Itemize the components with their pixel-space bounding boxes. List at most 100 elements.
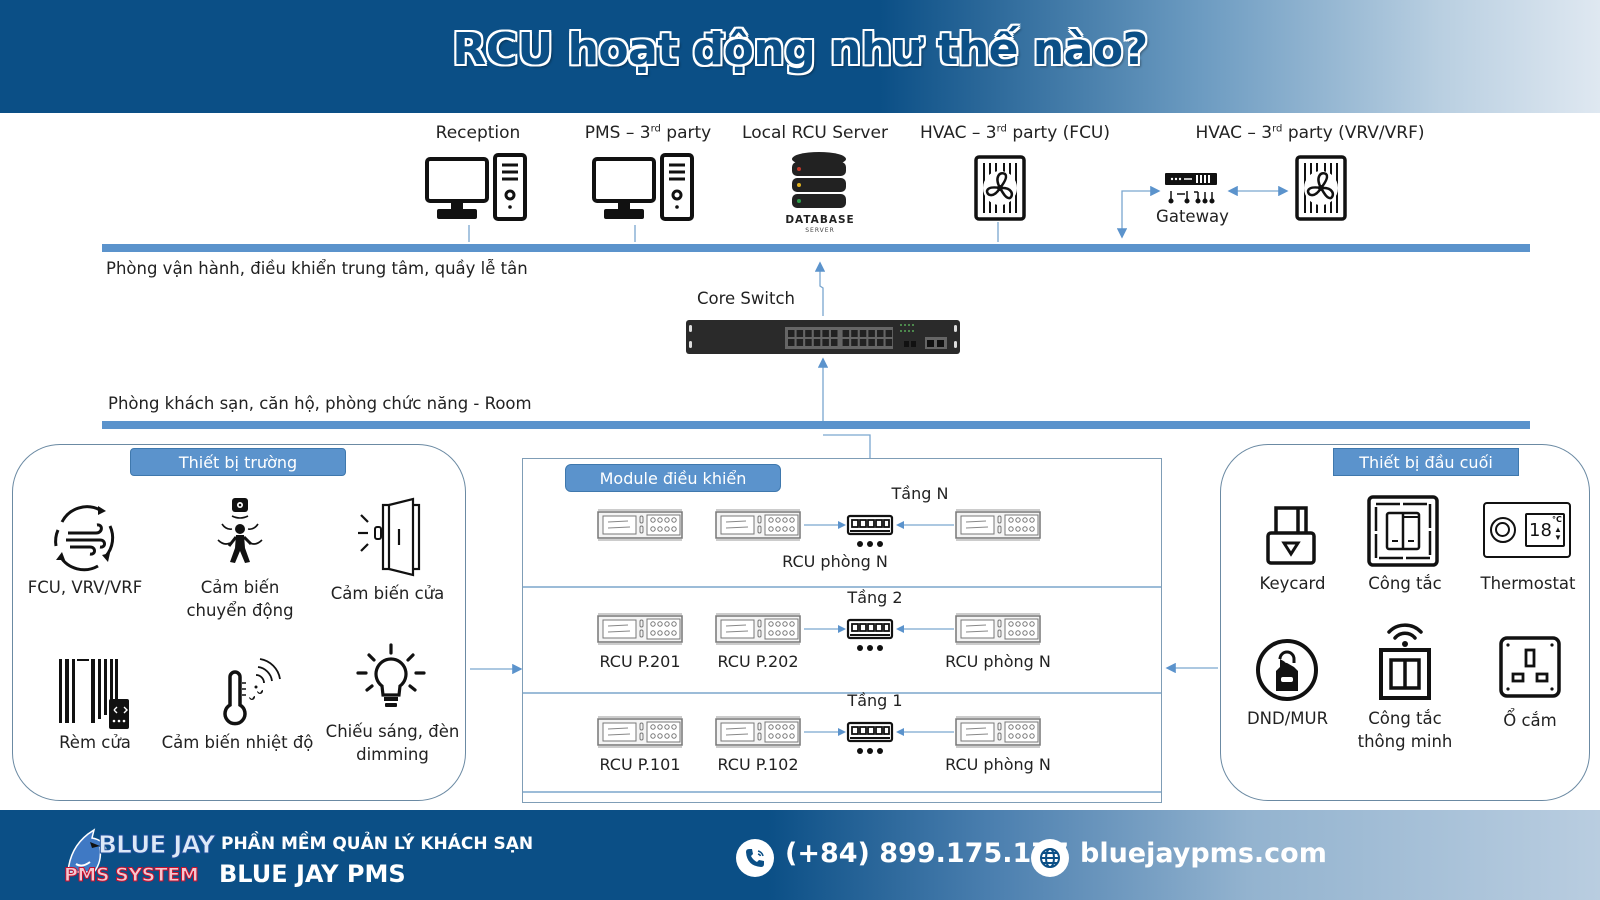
air-cycle-icon	[54, 505, 115, 572]
curtain-icon	[59, 659, 129, 729]
pms-label-tail: party	[660, 123, 712, 143]
thermostat-dial-inner	[1495, 522, 1510, 537]
database-caption: DATABASE	[785, 214, 855, 226]
terminal-devices-title: Thiết bị đầu cuối	[1333, 448, 1519, 476]
hvac-fcu-label-text: HVAC – 3	[919, 123, 997, 143]
switch-port	[822, 330, 829, 337]
thermostat-value: 18	[1529, 520, 1552, 541]
motion-sensor-icon	[217, 498, 263, 563]
footer-brand: BLUE JAY PMS	[219, 860, 406, 888]
hvac-vrv-label: HVAC – 3rd party (VRV/VRF)	[1180, 123, 1440, 143]
control-module-title: Module điều khiển	[565, 464, 781, 492]
light-bulb-icon	[356, 643, 426, 707]
switch-uplink	[814, 261, 826, 316]
door-sensor-icon	[358, 497, 421, 577]
field-device-label: FCU, VRV/VRF	[27, 578, 143, 597]
thermostat-display: 18 °C ▲▼	[1525, 513, 1565, 547]
switch-port	[868, 339, 875, 346]
rcu-label: RCU P.202	[717, 652, 799, 671]
field-device-label: Cảm biến nhiệt độ	[161, 733, 314, 752]
terminal-device-label: Công tắc	[1368, 574, 1442, 593]
field-device-label: Chiếu sáng, đèn dimming	[325, 722, 460, 764]
wall-switch-icon	[1367, 495, 1439, 567]
rcu-module-icon	[714, 715, 802, 754]
field-device-label: Cảm biến chuyển động	[186, 578, 294, 620]
core-switch-label: Core Switch	[697, 289, 795, 308]
temperature-sensor-icon	[223, 658, 281, 726]
switch-port	[788, 339, 795, 346]
pms-label-text: PMS – 3	[584, 123, 651, 143]
gateway-icon	[1165, 173, 1217, 204]
terminal-device-label: Thermostat	[1480, 574, 1576, 593]
power-socket-icon	[1499, 636, 1561, 698]
rcu-module-icon	[954, 508, 1042, 547]
floor-label: Tầng N	[891, 484, 949, 503]
rooms-bus	[102, 421, 1530, 429]
rcu-label: RCU phòng N	[945, 755, 1051, 774]
terminal-device-label: Keycard	[1259, 574, 1326, 593]
switch-port	[885, 330, 893, 337]
keycard-icon	[1266, 506, 1316, 565]
switch-port	[842, 330, 850, 337]
hvac-vrv-label-sup: rd	[1272, 123, 1283, 135]
thermostat-icon: 18 °C ▲▼	[1483, 502, 1571, 558]
blue-jay-bird-icon	[67, 828, 107, 873]
switch-port	[842, 339, 850, 346]
switch-port	[805, 330, 812, 337]
switch-port	[877, 330, 884, 337]
switch-port	[851, 330, 858, 337]
rcu-label: RCU phòng N	[945, 652, 1051, 671]
terminal-device-label: Ổ cắm	[1503, 711, 1557, 730]
globe-glyph	[1040, 848, 1060, 868]
hvac-vrv-label-tail: party (VRV/VRF)	[1282, 123, 1425, 143]
floor-label: Tầng 1	[847, 691, 903, 710]
switch-port	[859, 330, 867, 337]
switch-port	[822, 339, 829, 346]
floor-label: Tầng 2	[847, 588, 903, 607]
terminal-device-label: DND/MUR	[1246, 709, 1329, 728]
rcu-label: RCU phòng N	[782, 552, 888, 571]
operations-bus	[102, 244, 1530, 252]
field-device-label: Rèm cửa	[59, 733, 131, 752]
terminal-device-label: Công tắc thông minh	[1357, 709, 1453, 751]
phone-icon	[736, 839, 774, 877]
switch-port	[885, 339, 893, 346]
rooms-zone-label: Phòng khách sạn, căn hộ, phòng chức năng…	[108, 394, 532, 413]
desktop-computer-icon	[592, 153, 694, 221]
field-devices-title: Thiết bị trường	[130, 448, 346, 476]
rcu-module-icon	[596, 715, 684, 754]
thermostat-dial	[1490, 517, 1516, 543]
reception-label: Reception	[435, 123, 521, 143]
switch-port	[788, 330, 795, 337]
thermostat-unit: °C	[1552, 515, 1562, 524]
hvac-fcu-label: HVAC – 3rd party (FCU)	[910, 123, 1120, 143]
footer-phone-link[interactable]: (+84) 899.175.177	[785, 838, 1069, 869]
database-server-icon	[792, 152, 846, 208]
core-switch-icon	[686, 320, 960, 354]
database-subcaption: SERVER	[805, 227, 835, 234]
switch-port	[851, 339, 858, 346]
rcu-module-icon	[714, 508, 802, 547]
footer-website-link[interactable]: bluejaypms.com	[1080, 838, 1327, 869]
rcu-module-icon	[596, 508, 684, 547]
rcu-label: RCU P.201	[599, 652, 681, 671]
header-banner	[0, 0, 1600, 113]
switch-port	[796, 330, 804, 337]
footer-tagline: PHẦN MỀM QUẢN LÝ KHÁCH SẠN	[221, 834, 534, 854]
floor-divider	[523, 586, 1161, 588]
rcu-label: RCU P.101	[599, 755, 681, 774]
rcu-module-icon	[954, 612, 1042, 651]
rcu-module-icon	[596, 612, 684, 651]
floor-switch-icon	[846, 721, 894, 762]
fan-unit-icon	[1295, 155, 1347, 221]
switch-port	[796, 339, 804, 346]
switch-port	[877, 339, 884, 346]
switch-port	[859, 339, 867, 346]
thermostat-arrows-icon: ▲▼	[1554, 525, 1562, 542]
rcu-label: RCU P.102	[717, 755, 799, 774]
hvac-fcu-label-sup: rd	[996, 123, 1007, 135]
field-device-label: Cảm biến cửa	[330, 584, 445, 603]
switch-port	[805, 339, 812, 346]
door-hanger-icon	[1256, 639, 1318, 701]
